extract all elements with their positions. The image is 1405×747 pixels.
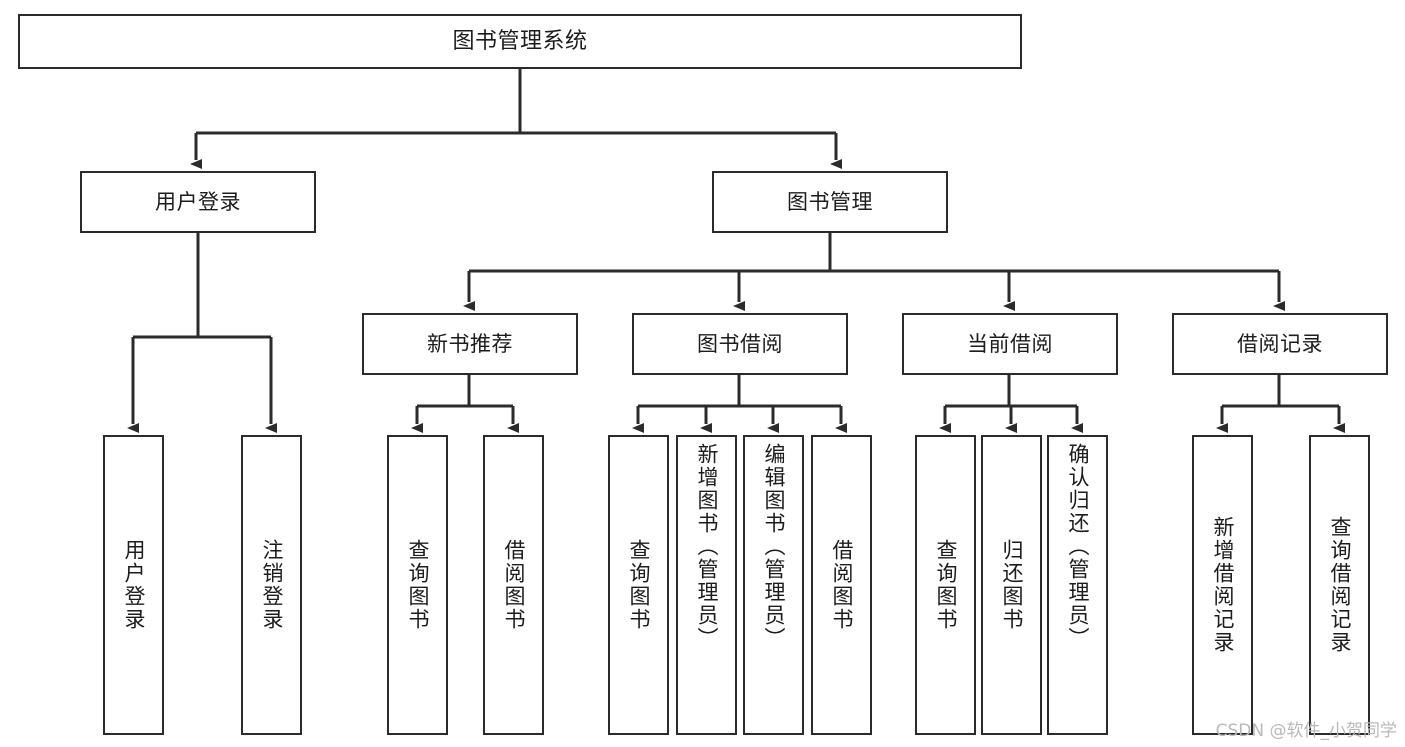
leaf-query-book-current[interactable]: 查询图书: [915, 435, 976, 735]
leaf-borrow-book-recommend[interactable]: 借阅图书: [483, 435, 544, 735]
node-label: 查询图书: [934, 539, 958, 631]
node-label: 新增借阅记录: [1211, 516, 1235, 654]
node-label: 新书推荐: [427, 331, 513, 356]
node-label: 用户登录: [155, 189, 241, 214]
node-label: 用户登录: [122, 539, 146, 631]
leaf-query-book-borrow[interactable]: 查询图书: [608, 435, 669, 735]
node-label: 图书管理: [787, 189, 873, 214]
node-borrow-record[interactable]: 借阅记录: [1172, 313, 1388, 375]
leaf-query-borrow-record[interactable]: 查询借阅记录: [1309, 435, 1370, 735]
node-root-system[interactable]: 图书管理系统: [18, 14, 1022, 69]
leaf-add-book-admin[interactable]: 新增图书（管理员）: [676, 435, 737, 735]
node-book-manage[interactable]: 图书管理: [712, 171, 948, 233]
leaf-logout[interactable]: 注销登录: [241, 435, 302, 735]
node-new-book-recommend[interactable]: 新书推荐: [362, 313, 578, 375]
node-user-login[interactable]: 用户登录: [80, 171, 316, 233]
leaf-add-borrow-record[interactable]: 新增借阅记录: [1192, 435, 1253, 735]
node-label: 当前借阅: [967, 331, 1053, 356]
node-label: 编辑图书（管理员）: [762, 443, 786, 650]
node-label: 借阅图书: [502, 539, 526, 631]
watermark-text: CSDN @软件_小贺同学: [1215, 721, 1397, 741]
node-book-borrow[interactable]: 图书借阅: [632, 313, 848, 375]
node-label: 注销登录: [260, 539, 284, 631]
node-label: 新增图书（管理员）: [695, 443, 719, 650]
node-current-borrow[interactable]: 当前借阅: [902, 313, 1118, 375]
leaf-edit-book-admin[interactable]: 编辑图书（管理员）: [743, 435, 804, 735]
leaf-user-login[interactable]: 用户登录: [103, 435, 164, 735]
node-label: 确认归还（管理员）: [1066, 443, 1090, 650]
node-label: 查询借阅记录: [1328, 516, 1352, 654]
leaf-borrow-book-borrow[interactable]: 借阅图书: [811, 435, 872, 735]
node-label: 查询图书: [627, 539, 651, 631]
node-label: 借阅记录: [1237, 331, 1323, 356]
leaf-query-book-recommend[interactable]: 查询图书: [387, 435, 448, 735]
node-label: 归还图书: [1000, 539, 1024, 631]
node-label: 查询图书: [406, 539, 430, 631]
node-label: 借阅图书: [830, 539, 854, 631]
leaf-return-book[interactable]: 归还图书: [981, 435, 1042, 735]
leaf-confirm-return-admin[interactable]: 确认归还（管理员）: [1047, 435, 1108, 735]
node-label: 图书管理系统: [452, 28, 588, 54]
node-label: 图书借阅: [697, 331, 783, 356]
